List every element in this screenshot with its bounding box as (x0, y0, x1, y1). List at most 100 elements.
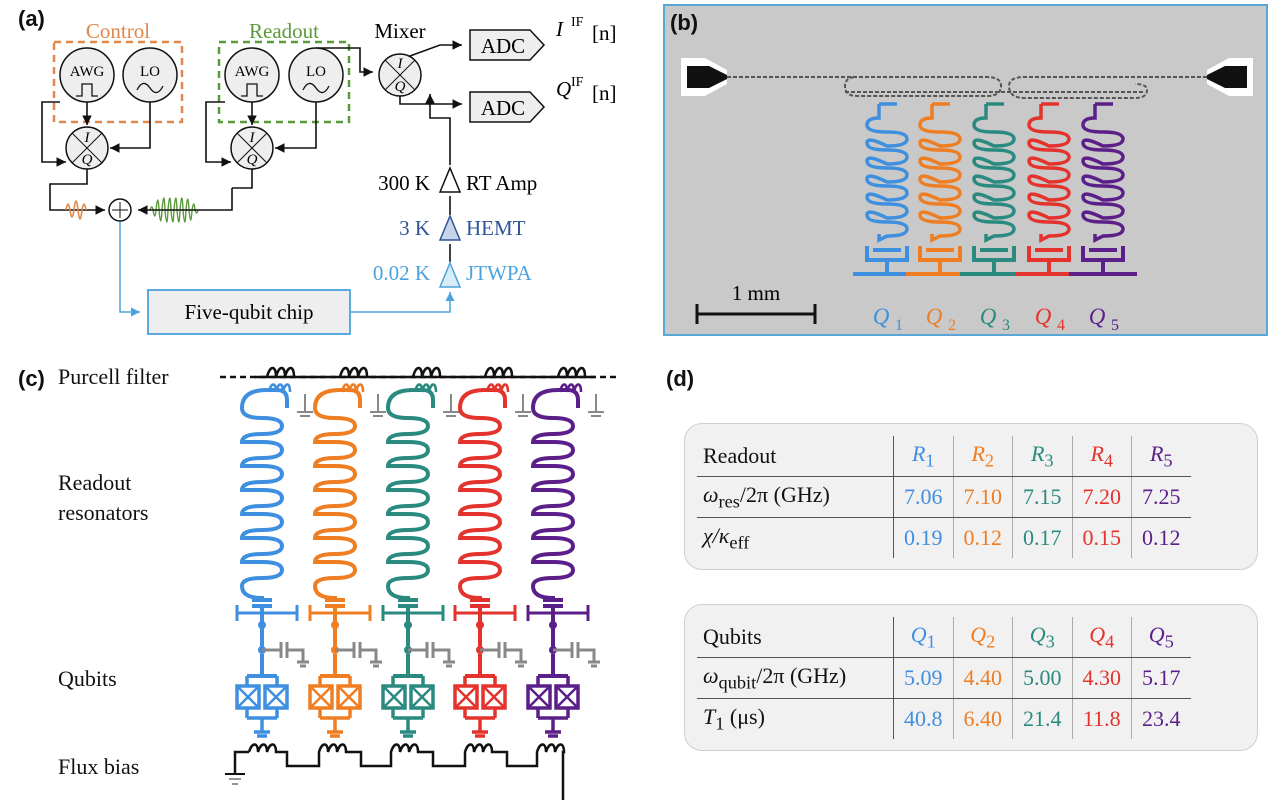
squid-3 (391, 676, 425, 738)
output-q: Q (556, 77, 571, 101)
cell-value: 0.15 (1072, 517, 1132, 558)
cell-value: 6.40 (953, 698, 1013, 739)
panel-label-c: (c) (18, 366, 45, 391)
cell-value: 0.19 (893, 517, 954, 558)
cell-value: 0.12 (953, 517, 1013, 558)
flux-bias-label: Flux bias (58, 754, 140, 779)
measurement-setup-diagram: Control AWG LO I Q Readout AWG LO I Q Mi… (41, 15, 617, 335)
col-q1: Q1 (893, 617, 954, 658)
row-label-omega-qubit: ωqubit/2π (GHz) (697, 657, 894, 699)
svg-text:IF: IF (571, 15, 584, 30)
readout-resonators-label-2: resonators (58, 500, 149, 525)
adc-i (469, 29, 546, 61)
qubit-label-sub-1: 1 (895, 317, 903, 334)
svg-text:Q: Q (395, 79, 406, 95)
squid-4 (463, 676, 497, 738)
svg-text:0.02 K: 0.02 K (373, 261, 430, 285)
col-q5: Q5 (1131, 617, 1191, 658)
left-launch-pad (687, 66, 727, 88)
resonator-1 (239, 388, 289, 600)
qubit-label-sub-2: 2 (948, 317, 956, 334)
svg-text:ADC: ADC (481, 96, 525, 120)
resonator-3 (385, 388, 435, 600)
shunt-cap-2 (335, 642, 382, 668)
resonator-coupler-1 (267, 383, 292, 393)
resonator-coupler-2 (340, 383, 365, 393)
bus-cap-2 (308, 605, 372, 621)
control-box (52, 40, 184, 124)
node-a-1 (258, 621, 266, 629)
col-r3: R3 (1012, 436, 1073, 477)
svg-text:ADC: ADC (481, 34, 525, 58)
cell-value: 7.20 (1072, 476, 1132, 518)
squid-2 (318, 676, 352, 738)
cell-value: 4.30 (1072, 657, 1132, 699)
ground-1 (297, 394, 313, 417)
cell-value: 7.15 (1012, 476, 1073, 518)
hemt-amp (438, 214, 462, 241)
right-launch-pad (1207, 66, 1247, 88)
svg-text:[n]: [n] (592, 21, 617, 45)
cell-value: 4.40 (953, 657, 1013, 699)
readout-header: Readout (697, 436, 894, 477)
svg-text:[n]: [n] (592, 81, 617, 105)
resonator-2 (312, 388, 362, 600)
cell-value: 0.17 (1012, 517, 1073, 558)
ground-5 (588, 394, 604, 417)
squid-5 (536, 676, 570, 738)
control-label: Control (86, 19, 150, 43)
resonator-2 (918, 102, 962, 243)
row-label-t1: T1 (μs) (697, 698, 894, 739)
row-label-chi-kappa: χ/κeff (697, 517, 894, 558)
shunt-cap-5 (553, 642, 600, 668)
qubit-2-transmon (906, 246, 974, 276)
qubit-1-transmon (853, 246, 921, 276)
cell-value: 7.10 (953, 476, 1013, 518)
col-q3: Q3 (1012, 617, 1073, 658)
svg-text:LO: LO (306, 64, 326, 80)
qubit-5-transmon (1069, 246, 1137, 276)
readout-resonators-label-1: Readout (58, 470, 132, 495)
cell-value: 5.17 (1131, 657, 1191, 699)
row-label-omega-res: ωres/2π (GHz) (697, 476, 894, 518)
purcell-filter-right (1007, 76, 1207, 99)
svg-text:Readout: Readout (249, 19, 319, 43)
qubit-label-sub-4: 4 (1057, 317, 1065, 334)
cell-value: 0.12 (1142, 525, 1181, 550)
squid-1 (245, 676, 279, 738)
cell-value: 5.09 (893, 657, 954, 699)
node-a-5 (549, 621, 557, 629)
col-r5: R5 (1131, 436, 1191, 477)
col-r1: R1 (893, 436, 954, 477)
qubit-label-3: Q (980, 304, 997, 329)
shunt-cap-1 (262, 642, 309, 668)
resonator-1 (865, 102, 909, 243)
svg-text:3 K: 3 K (399, 216, 430, 240)
qubit-label-4: Q (1035, 304, 1052, 329)
ground-4 (515, 394, 531, 417)
svg-text:AWG: AWG (235, 64, 270, 80)
readout-box (217, 40, 351, 124)
svg-text:HEMT: HEMT (466, 216, 526, 240)
svg-text:IF: IF (571, 75, 584, 90)
readout-parameters-box: Readout R1 R2 R3 R4 R5 ωres/2π (GHz) 7.0… (684, 423, 1258, 570)
shunt-cap-3 (408, 642, 455, 668)
panel-label-d: (d) (666, 366, 695, 391)
bus-cap-3 (381, 605, 445, 621)
cell-value: 23.4 (1142, 706, 1181, 731)
qubit-table: Qubits Q1 Q2 Q3 Q4 Q5 ωqubit/2π (GHz) 5.… (697, 617, 1191, 739)
bus-cap-5 (526, 605, 590, 621)
qubits-header: Qubits (697, 617, 894, 658)
svg-text:Q: Q (247, 152, 258, 168)
col-r2: R2 (953, 436, 1013, 477)
svg-text:JTWPA: JTWPA (466, 261, 533, 285)
svg-text:Q: Q (82, 152, 93, 168)
mixer-label: Mixer (374, 19, 425, 43)
flux-bias-line (233, 743, 566, 800)
cell-value: 40.8 (893, 698, 954, 739)
jtwpa-amp (438, 261, 462, 288)
purcell-inductor-2 (338, 366, 369, 378)
col-q4: Q4 (1072, 617, 1132, 658)
